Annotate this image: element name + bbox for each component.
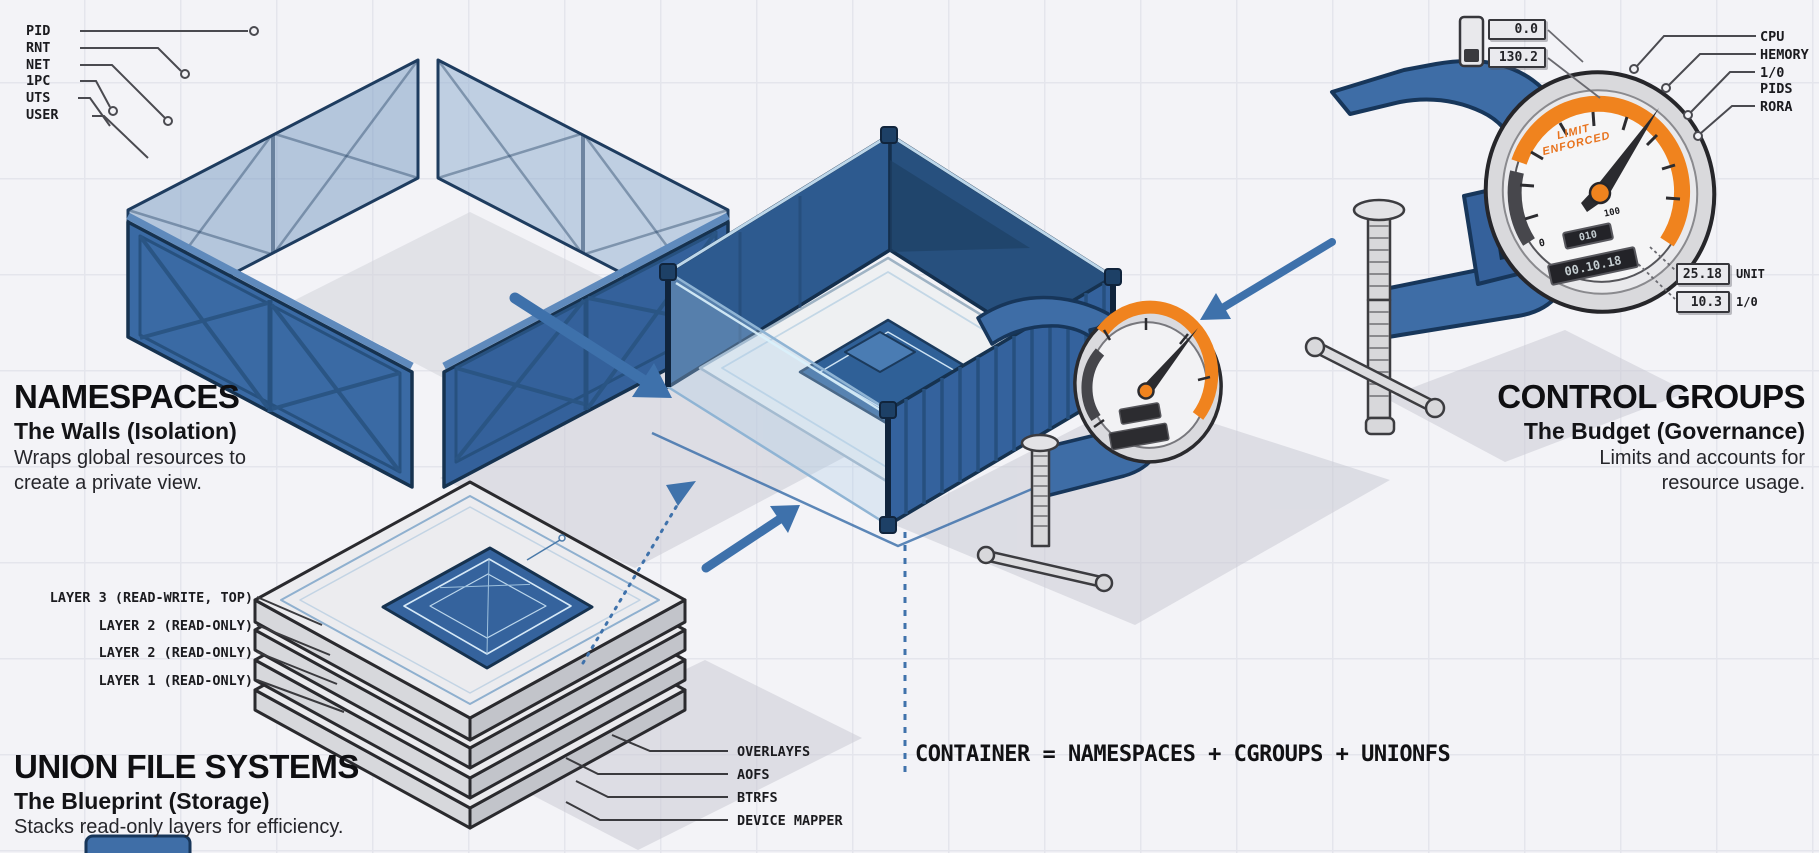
meter-value-bottom: 130.2 [1488,47,1546,68]
cgroups-subtitle: The Budget (Governance) [1523,418,1805,444]
readout-unit-value: 25.18 [1676,263,1730,285]
thermometer-icon [1458,15,1485,68]
layer-label-2b: LAYER 2 (READ-ONLY) [98,645,253,661]
big-gauge [1483,70,1717,314]
ns-callout-ipc: 1PC [26,73,51,89]
fs-label-overlayfs: OVERLAYFS [737,744,811,760]
cg-callout-cpu: CPU [1760,29,1785,45]
unionfs-stack [253,480,687,830]
filesystem-callout-lines [565,734,728,821]
gauge-needle [1595,108,1659,198]
namespaces-callout-lines [78,26,259,159]
namespaces-body-2: create a private view. [14,472,202,494]
namespaces-body-1: Wraps global resources to [14,447,246,469]
container-formula: CONTAINER = NAMESPACES + CGROUPS + UNION… [915,742,1451,767]
unionfs-title: UNION FILE SYSTEMS [14,748,359,785]
container-corner-posts [659,126,1122,534]
namespaces-title: NAMESPACES [14,378,240,415]
fs-label-aufs: AOFS [737,767,770,783]
cgroups-body-2: resource usage. [1661,472,1805,494]
layer-label-3: LAYER 3 (READ-WRITE, TOP) [49,590,253,606]
small-gauge [1073,300,1223,464]
cg-callout-memory: HEMORY [1760,47,1809,63]
blue-tab-shape [84,834,192,853]
cg-callout-io: 1/0 [1760,65,1785,81]
cgroups-callout-lines [1629,35,1756,141]
cg-callout-rdma: RORA [1760,99,1793,115]
layer-callout-lines [256,596,345,713]
readout-unit-label: UNIT [1736,267,1765,281]
readout-io-value: 10.3 [1676,291,1730,313]
gauge-ticks [1519,111,1681,221]
ns-callout-net: NET [26,57,51,73]
ns-callout-mnt: RNT [26,40,51,56]
container-box [651,126,1153,548]
unionfs-body-1: Stacks read-only layers for efficiency. [14,816,344,838]
namespaces-subtitle: The Walls (Isolation) [14,418,237,444]
fs-label-btrfs: BTRFS [737,790,778,806]
meter-connector-lines [1547,29,1676,300]
ns-callout-uts: UTS [26,90,51,106]
fs-label-devicemapper: DEVICE MAPPER [737,813,843,829]
readout-io-label: 1/0 [1736,295,1758,309]
unionfs-subtitle: The Blueprint (Storage) [14,788,270,814]
blueprint-panel [381,534,594,670]
meter-value-top: 0.0 [1488,19,1546,40]
cgroups-title: CONTROL GROUPS [1497,378,1805,415]
ns-callout-user: USER [26,107,59,123]
crate-wall-front-left [126,212,414,489]
flow-arrows [509,238,1336,772]
cg-callout-pids: PIDS [1760,81,1793,97]
small-clamp-screw [976,433,1114,593]
big-clamp-screw [1304,198,1446,436]
layer-label-1: LAYER 1 (READ-ONLY) [98,673,253,689]
layer-label-2a: LAYER 2 (READ-ONLY) [98,618,253,634]
ns-callout-pid: PID [26,23,51,39]
namespaces-crate [126,58,730,489]
cgroups-body-1: Limits and accounts for [1599,447,1805,469]
